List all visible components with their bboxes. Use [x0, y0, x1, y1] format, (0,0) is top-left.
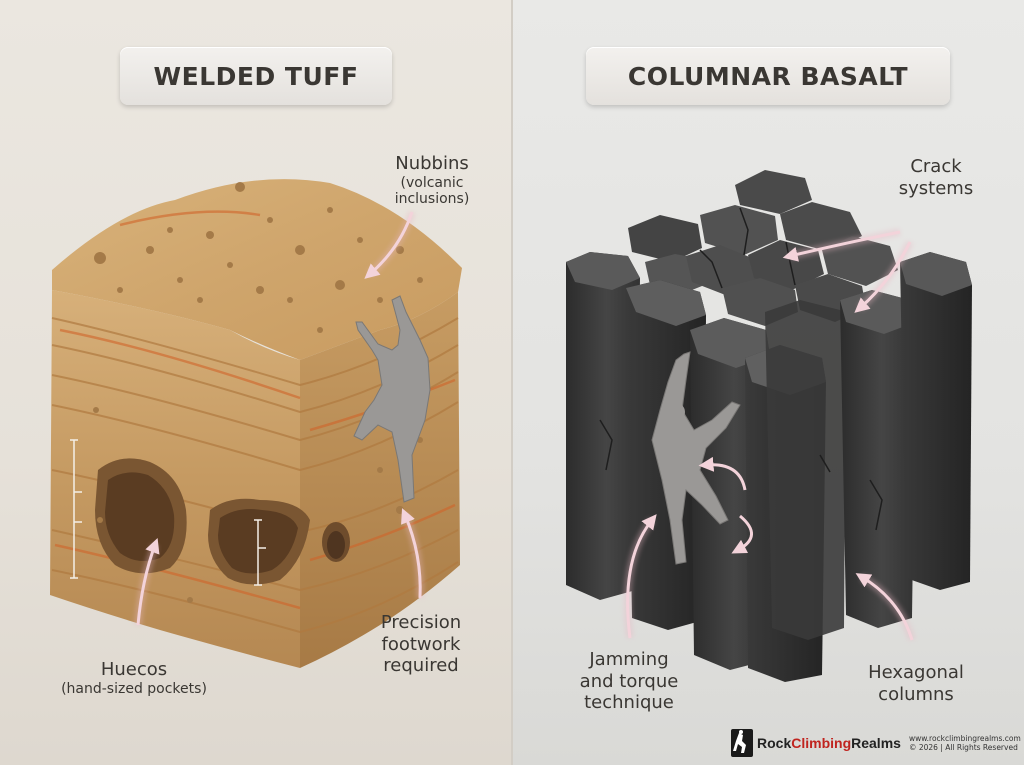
label-crack-line1: Crack: [910, 156, 962, 177]
label-jamming-line1: Jamming: [589, 649, 669, 670]
arrow-crack-2: [854, 241, 912, 313]
label-hexagonal-line1: Hexagonal: [868, 662, 964, 683]
label-huecos-sub: (hand-sized pockets): [61, 680, 207, 697]
label-huecos-main: Huecos: [100, 659, 168, 680]
label-jamming-line3: technique: [584, 692, 674, 714]
brand-copyright: © 2026 | All Rights Reserved: [908, 743, 1018, 752]
basalt-cracks: [599, 207, 883, 531]
label-jamming-line2: and torque: [579, 670, 679, 692]
brand-url: www.rockclimbingrealms.com: [908, 733, 1021, 743]
arrow-hexagonal: [855, 573, 914, 641]
arrow-huecos: [136, 537, 160, 626]
label-crack-systems: Crack systems: [888, 156, 984, 199]
arrow-torque-2: [731, 514, 753, 554]
label-footwork-line3: required: [383, 655, 459, 677]
basalt-column-7: [900, 252, 972, 590]
hueco-scale-markers: [70, 439, 266, 586]
welded-tuff-title: WELDED TUFF: [120, 47, 392, 105]
brand-name-part2: Climbing: [791, 735, 852, 751]
brand-name-part3: Realms: [851, 735, 901, 751]
basalt-column-5: [765, 300, 846, 640]
tuff-top-face: [52, 179, 462, 360]
panel-divider: [511, 0, 513, 765]
label-nubbins: Nubbins (volcanic inclusions): [362, 153, 502, 208]
arrow-crack-1: [782, 230, 901, 262]
arrow-footwork: [401, 508, 422, 599]
label-footwork: Precision footwork required: [374, 612, 468, 677]
arrow-jamming: [626, 514, 657, 639]
brand-name: RockClimbingRealms: [757, 735, 901, 751]
label-crack-line2: systems: [898, 177, 974, 199]
brand-name-part1: Rock: [757, 735, 792, 751]
brand-footer: RockClimbingRealms www.rockclimbingrealm…: [731, 727, 1021, 759]
brand-logo-icon: [731, 729, 753, 757]
label-hexagonal-line2: columns: [878, 683, 954, 705]
label-nubbins-main: Nubbins: [395, 153, 469, 174]
arrow-torque-1: [698, 456, 747, 491]
arrow-nubbins: [364, 211, 414, 279]
label-huecos: Huecos (hand-sized pockets): [48, 659, 220, 697]
label-footwork-line1: Precision: [380, 612, 462, 633]
label-nubbins-sub: (volcanic inclusions): [394, 174, 470, 208]
basalt-column-6: [840, 290, 916, 628]
callout-arrows: [136, 211, 914, 641]
label-jamming: Jamming and torque technique: [568, 649, 690, 714]
columnar-basalt-title: COLUMNAR BASALT: [586, 47, 950, 105]
brand-meta: www.rockclimbingrealms.com © 2026 | All …: [909, 734, 1021, 753]
label-footwork-line2: footwork: [381, 633, 461, 655]
tuff-front-face: [50, 290, 300, 668]
label-hexagonal: Hexagonal columns: [854, 662, 978, 705]
